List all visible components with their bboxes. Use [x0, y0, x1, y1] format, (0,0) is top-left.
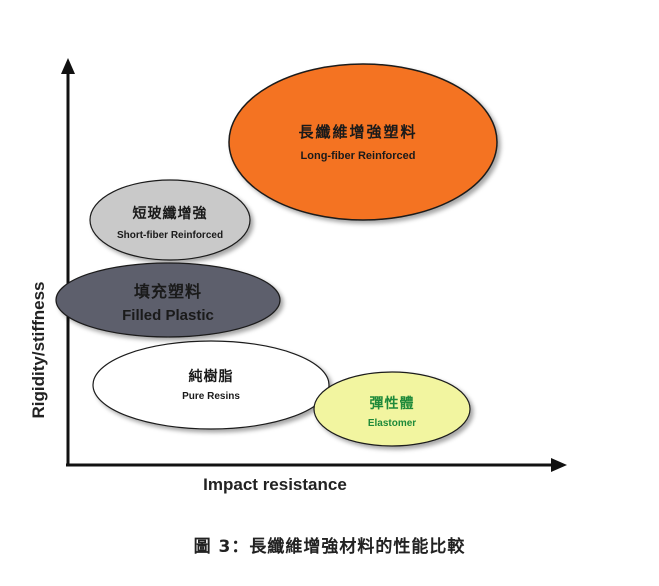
material-elastomer: 彈性體 Elastomer — [313, 371, 471, 447]
material-short-fiber: 短玻纖增強 Short-fiber Reinforced — [89, 179, 251, 261]
y-axis-arrow-icon — [61, 58, 75, 74]
label-zh-elastomer: 彈性體 — [370, 395, 415, 412]
label-en-filled-plastic: Filled Plastic — [122, 307, 214, 324]
x-axis-label: Impact resistance — [203, 475, 347, 494]
ellipse-elastomer — [313, 371, 471, 447]
label-en-elastomer: Elastomer — [368, 418, 416, 429]
label-zh-filled-plastic: 填充塑料 — [134, 282, 202, 301]
label-en-long-fiber: Long-fiber Reinforced — [301, 150, 416, 162]
label-en-pure-resins: Pure Resins — [182, 391, 240, 402]
label-en-short-fiber: Short-fiber Reinforced — [117, 230, 223, 241]
material-filled-plastic: 填充塑料 Filled Plastic — [55, 262, 281, 338]
ellipse-pure-resins — [92, 340, 330, 430]
material-long-fiber: 長纖維增強塑料 Long-fiber Reinforced — [228, 63, 498, 221]
label-zh-short-fiber: 短玻纖增強 — [133, 205, 208, 222]
label-zh-pure-resins: 純樹脂 — [189, 368, 234, 385]
y-axis-label: Rigidity/stiffness — [29, 282, 48, 419]
label-zh-long-fiber: 長纖維增強塑料 — [298, 123, 417, 141]
figure-caption: 圖 3：長纖維增強材料的性能比較 — [193, 537, 466, 557]
material-pure-resins: 純樹脂 Pure Resins — [92, 340, 330, 430]
ellipse-filled-plastic — [55, 262, 281, 338]
ellipse-short-fiber — [89, 179, 251, 261]
x-axis-arrow-icon — [551, 458, 567, 472]
ellipse-long-fiber — [228, 63, 498, 221]
